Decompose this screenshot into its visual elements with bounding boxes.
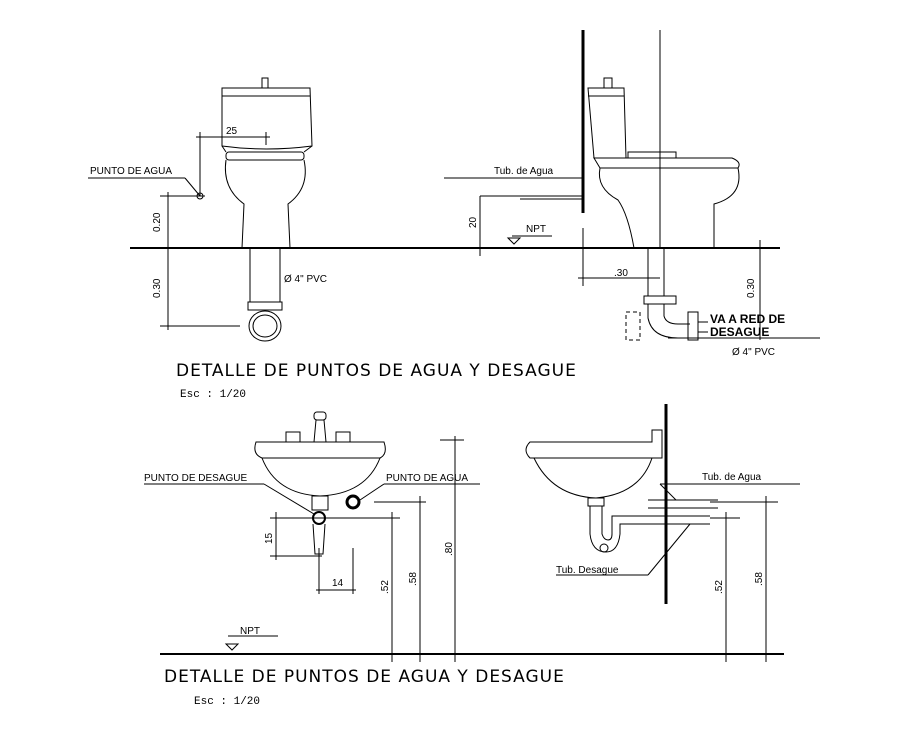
- dim-58-side: .58: [754, 572, 765, 586]
- bottom-title: DETALLE DE PUNTOS DE AGUA Y DESAGUE: [164, 667, 565, 687]
- dim-30-side: .30: [614, 268, 628, 279]
- dim-14: 14: [332, 578, 344, 589]
- pvc-label-front: Ø 4" PVC: [284, 274, 327, 285]
- pvc-label-side: Ø 4" PVC: [732, 347, 775, 358]
- bottom-scale: Esc : 1/20: [194, 696, 260, 708]
- dim-030-top: 0.30: [152, 278, 163, 298]
- dim-58-front: .58: [408, 572, 419, 586]
- label-red-desague-1: VA A RED DE: [710, 312, 785, 326]
- label-punto-agua-top: PUNTO DE AGUA: [90, 166, 172, 177]
- label-tub-desague: Tub. Desague: [556, 565, 619, 576]
- water-point-marker-sink: [345, 494, 361, 510]
- dim-25: 25: [226, 126, 238, 137]
- label-tub-agua-bottom: Tub. de Agua: [702, 472, 762, 483]
- label-npt-top: NPT: [526, 224, 546, 235]
- toilet-front: [221, 77, 313, 342]
- dim-52-front: .52: [380, 580, 391, 594]
- label-tub-agua-top: Tub. de Agua: [494, 166, 554, 177]
- dim-030-side: 0.30: [746, 278, 757, 298]
- dim-020-top: 0.20: [152, 212, 163, 232]
- dim-80-front: .80: [444, 542, 455, 556]
- bottom-detail: PUNTO DE DESAGUE PUNTO DE AGUA 15 14 .52…: [144, 404, 800, 708]
- label-npt-bottom: NPT: [240, 626, 260, 637]
- top-scale: Esc : 1/20: [180, 389, 246, 401]
- sink-front: [254, 411, 386, 555]
- top-detail: 25 PUNTO DE AGUA 0.20 0.30 Ø 4" PVC: [88, 30, 820, 401]
- dim-52-side: .52: [714, 580, 725, 594]
- label-red-desague-2: DESAGUE: [710, 325, 769, 339]
- dim-20-side: 20: [468, 216, 479, 228]
- top-title: DETALLE DE PUNTOS DE AGUA Y DESAGUE: [176, 361, 577, 381]
- label-punto-desague: PUNTO DE DESAGUE: [144, 473, 247, 484]
- dim-15: 15: [264, 532, 275, 544]
- label-punto-agua-bottom: PUNTO DE AGUA: [386, 473, 468, 484]
- sink-side: [525, 404, 710, 604]
- toilet-side: [581, 30, 740, 341]
